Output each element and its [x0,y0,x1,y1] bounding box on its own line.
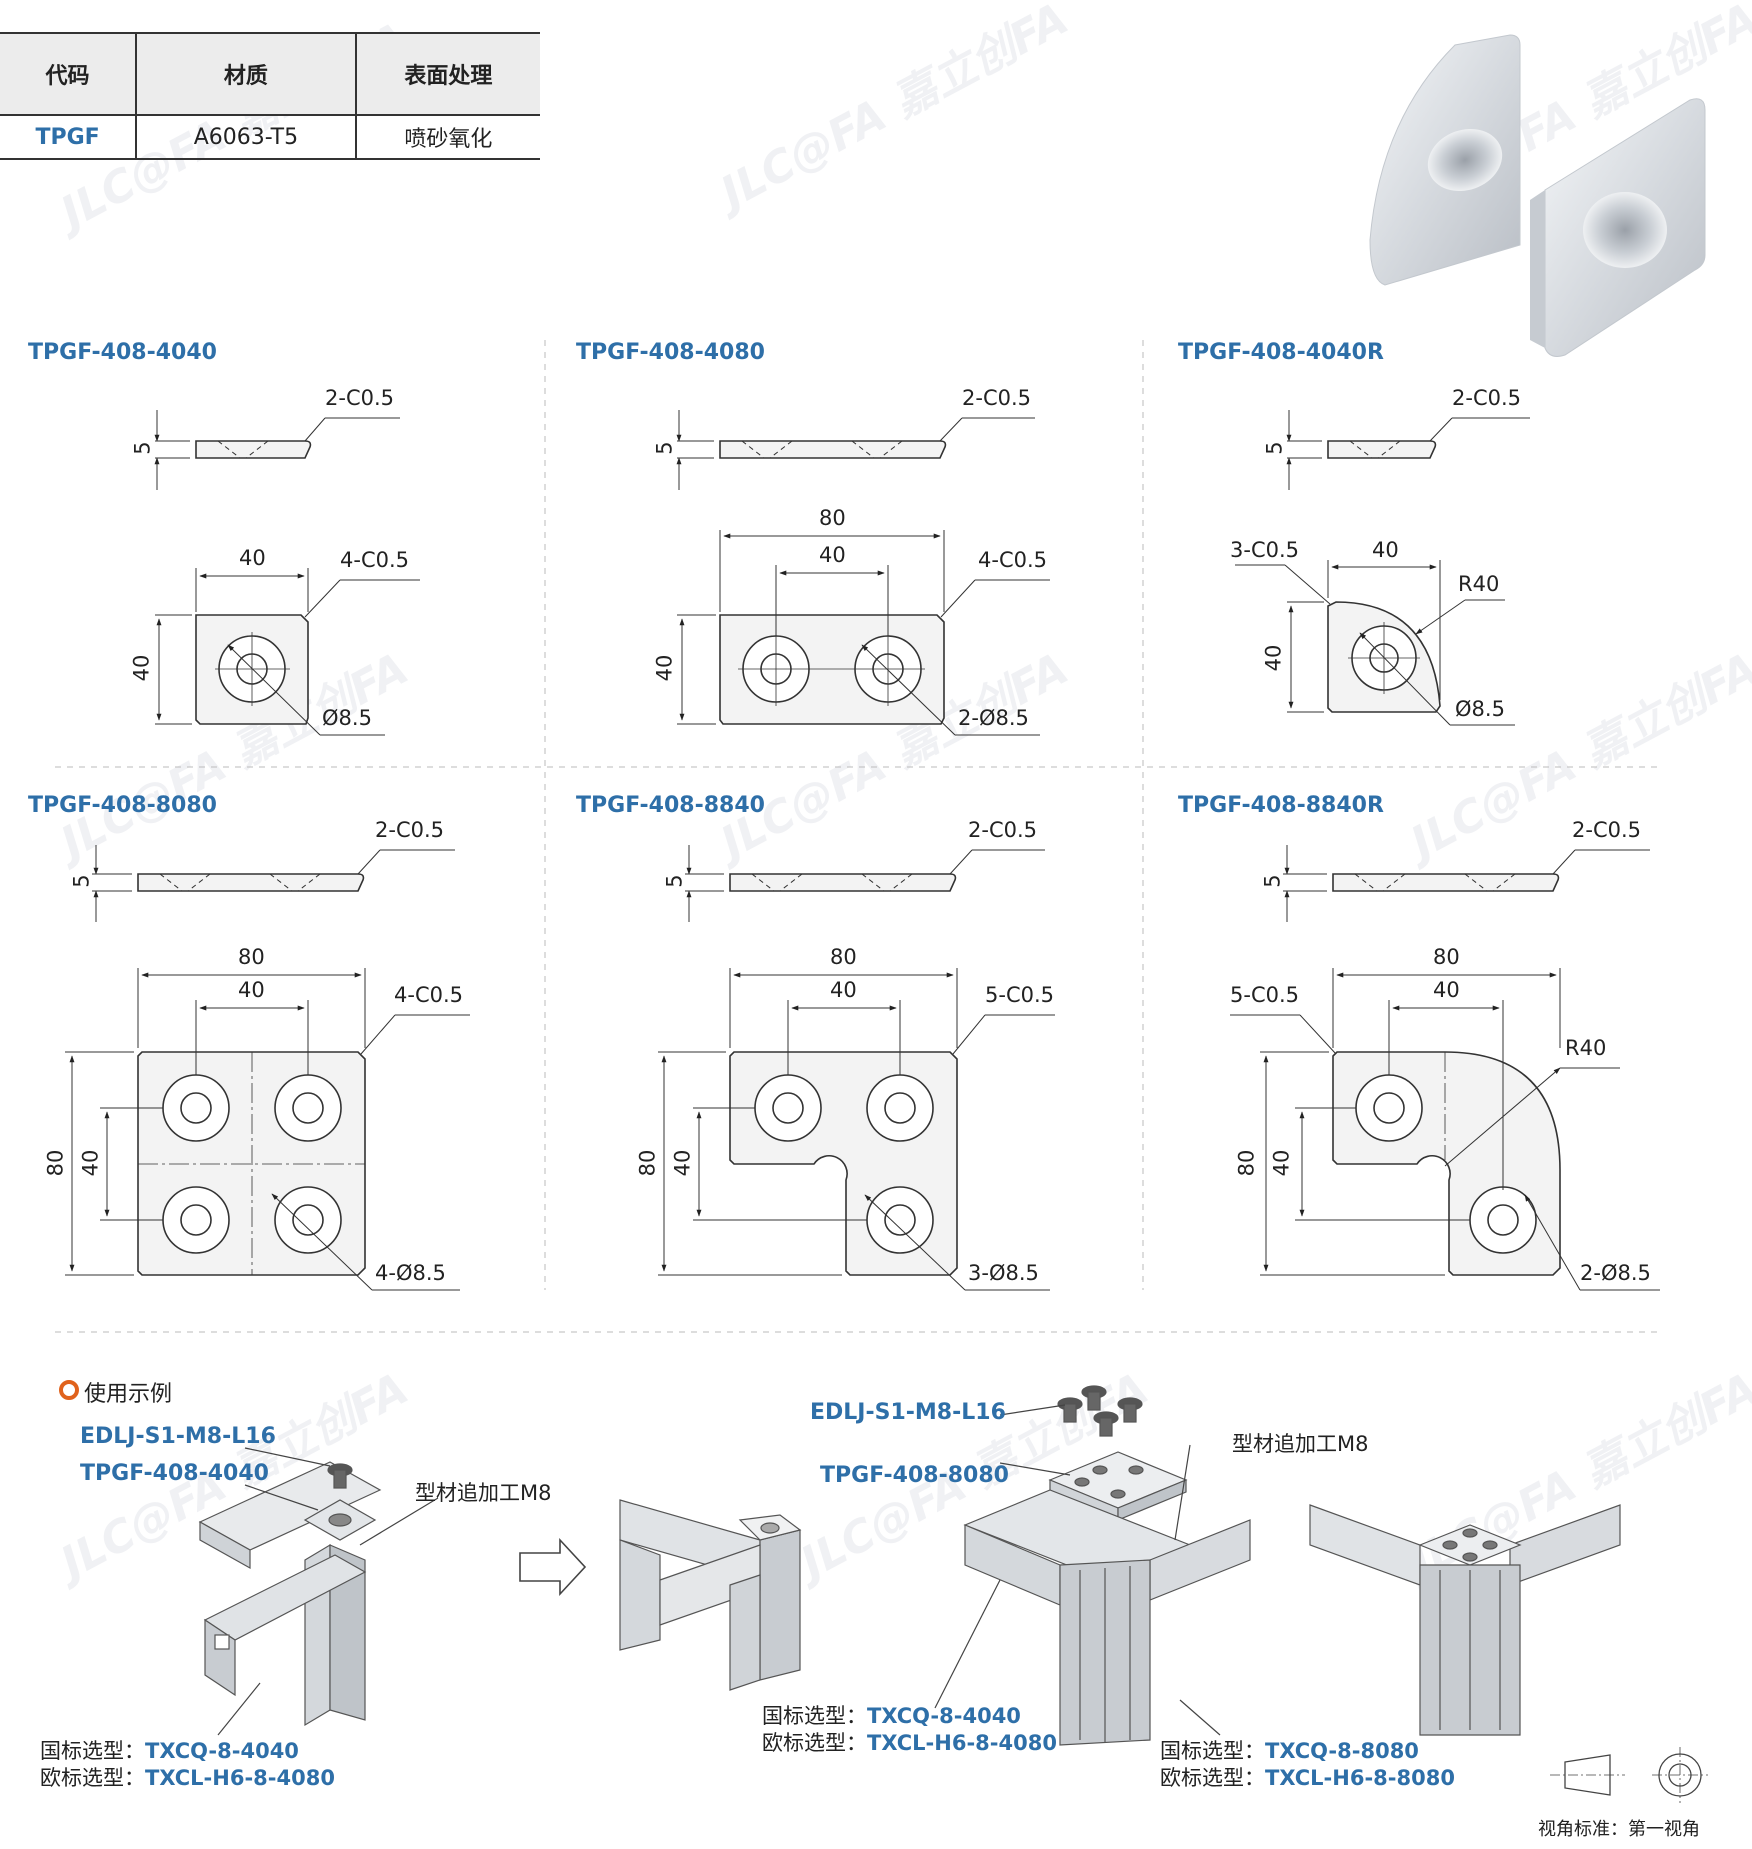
dim-hole: 4-Ø8.5 [375,1261,446,1285]
usage-screw-label: EDLJ-S1-M8-L16 [810,1400,1006,1425]
usage-eu-selection: 欧标选型：TXCL-H6-8-8080 [1160,1762,1455,1792]
spec-code: TPGF [0,115,138,159]
eu-code: TXCL-H6-8-8080 [1265,1766,1455,1790]
dim-width-inner: 40 [819,543,846,567]
usage-screw-label: EDLJ-S1-M8-L16 [80,1424,276,1449]
dim-height: 80 [635,1149,660,1177]
gb-code: TXCQ-8-8080 [1265,1739,1419,1763]
dim-height: 40 [652,654,677,682]
eu-label: 欧标选型： [762,1731,867,1755]
usage-gb-selection: 国标选型：TXCQ-8-8080 [1160,1735,1419,1765]
gb-code: TXCQ-8-4040 [867,1704,1021,1728]
dim-chamfer-plan: 4-C0.5 [394,983,463,1007]
dim-width-inner: 40 [830,978,857,1002]
usage-gb-selection: 国标选型：TXCQ-8-4040 [762,1700,1021,1730]
dim-width: 80 [238,945,265,969]
section-title: TPGF-408-8840 [576,793,765,818]
spec-header-row: 代码 材质 表面处理 [0,33,540,115]
dim-hole: 2-Ø8.5 [958,706,1029,730]
dim-width: 80 [830,945,857,969]
spec-row: TPGF A6063-T5 喷砂氧化 [0,115,540,159]
dim-thickness: 5 [652,441,677,455]
usage-eu-selection: 欧标选型：TXCL-H6-8-4080 [40,1762,335,1792]
dim-chamfer-side: 2-C0.5 [375,818,444,842]
gb-label: 国标选型： [1160,1739,1265,1763]
dim-width: 40 [239,546,266,570]
usage-illustration-assembled [619,1499,802,1691]
section-title: TPGF-408-8840R [1178,793,1384,818]
section-title: TPGF-408-4040R [1178,340,1384,365]
section-title: TPGF-408-4040 [28,340,217,365]
eu-code: TXCL-H6-8-4080 [145,1766,335,1790]
usage-process-label: 型材追加工M8 [1232,1432,1369,1456]
dim-chamfer-plan: 3-C0.5 [1230,538,1299,562]
dim-thickness: 5 [1262,441,1287,455]
arrow-right-icon [519,1537,587,1597]
dim-width: 80 [1433,945,1460,969]
dim-chamfer-plan: 4-C0.5 [978,548,1047,572]
eu-code: TXCL-H6-8-4080 [867,1731,1057,1755]
usage-illustration-1 [198,1447,439,1736]
spec-surface: 喷砂氧化 [404,127,493,152]
spec-header-surface: 表面处理 [355,33,540,115]
dim-hole: Ø8.5 [322,706,372,730]
dim-thickness: 5 [69,874,94,888]
dim-width: 40 [1372,538,1399,562]
projection-symbol-icon [1550,1747,1708,1803]
dim-chamfer-side: 2-C0.5 [1452,386,1521,410]
section-title: TPGF-408-4080 [576,340,765,365]
dim-height: 40 [1261,644,1286,672]
dim-height: 80 [43,1149,68,1177]
section-title: TPGF-408-8080 [28,793,217,818]
eu-label: 欧标选型： [1160,1766,1265,1790]
usage-eu-selection: 欧标选型：TXCL-H6-8-4080 [762,1727,1057,1757]
usage-plate-label: TPGF-408-8080 [820,1463,1009,1488]
dim-chamfer-side: 2-C0.5 [325,386,394,410]
dim-chamfer-plan: 5-C0.5 [1230,983,1299,1007]
dim-height-inner: 40 [670,1149,695,1177]
usage-illustration-assembled-2 [1309,1504,1621,1736]
spec-material: A6063-T5 [136,115,357,159]
gb-label: 国标选型： [762,1704,867,1728]
dim-width: 80 [819,506,846,530]
dim-radius: R40 [1458,572,1500,596]
dim-height: 40 [129,654,154,682]
dim-chamfer-plan: 4-C0.5 [340,548,409,572]
dim-chamfer-side: 2-C0.5 [962,386,1031,410]
eu-label: 欧标选型： [40,1766,145,1790]
dim-chamfer-side: 2-C0.5 [1572,818,1641,842]
usage-title: 使用示例 [84,1382,173,1407]
gb-label: 国标选型： [40,1739,145,1763]
dim-radius: R40 [1565,1036,1607,1060]
view-standard: 视角标准：第一视角 [1538,1819,1700,1840]
dim-hole: 3-Ø8.5 [968,1261,1039,1285]
dim-hole: Ø8.5 [1455,697,1505,721]
dim-hole: 2-Ø8.5 [1580,1261,1651,1285]
dim-chamfer-plan: 5-C0.5 [985,983,1054,1007]
dim-height-inner: 40 [1269,1149,1294,1177]
spec-table: 代码 材质 表面处理 TPGF A6063-T5 喷砂氧化 [0,32,540,160]
product-image [1369,34,1706,357]
usage-process-label: 型材追加工M8 [415,1481,552,1505]
dim-thickness: 5 [130,441,155,455]
spec-header-material: 材质 [136,33,357,115]
usage-illustration-2 [934,1385,1251,1746]
gb-code: TXCQ-8-4040 [145,1739,299,1763]
dim-thickness: 5 [662,874,687,888]
dim-width-inner: 40 [238,978,265,1002]
dim-height: 80 [1234,1149,1259,1177]
dim-chamfer-side: 2-C0.5 [968,818,1037,842]
usage-gb-selection: 国标选型：TXCQ-8-4040 [40,1735,299,1765]
spec-header-code: 代码 [0,33,138,115]
usage-plate-label: TPGF-408-4040 [80,1461,269,1486]
dim-width-inner: 40 [1433,978,1460,1002]
dim-thickness: 5 [1260,874,1285,888]
dim-height-inner: 40 [78,1149,103,1177]
